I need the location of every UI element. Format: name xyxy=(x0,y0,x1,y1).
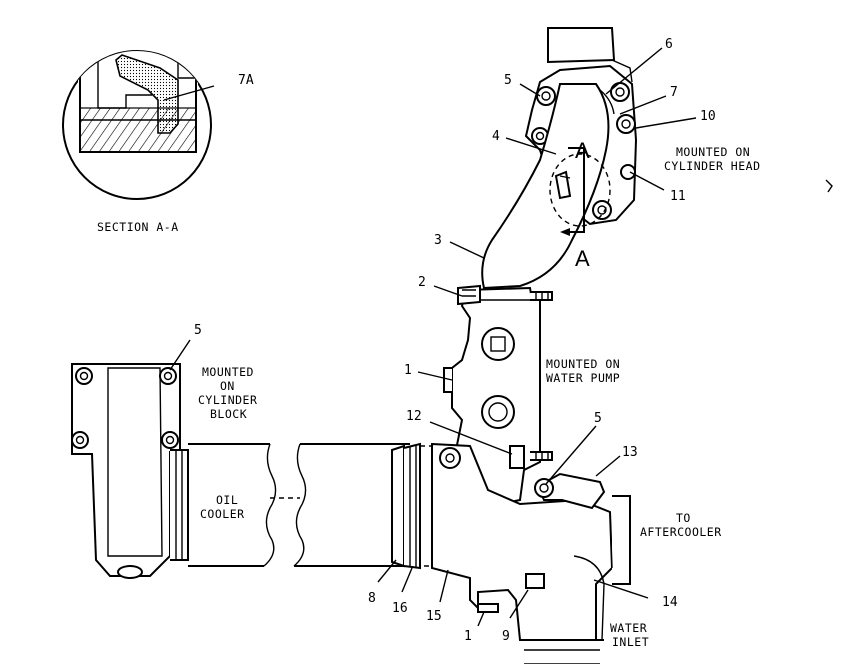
callout-12: 12 xyxy=(406,409,422,424)
callout-13: 13 xyxy=(622,445,638,460)
callout-8: 8 xyxy=(368,591,376,606)
callout-9: 9 xyxy=(502,629,510,644)
callout-5-top: 5 xyxy=(504,73,512,88)
note-water-inlet-2: INLET xyxy=(612,635,649,649)
note-cylinder-block-2: ON xyxy=(220,379,235,393)
callout-14: 14 xyxy=(662,595,678,610)
callout-5-mid: 5 xyxy=(594,411,602,426)
note-cylinder-block-4: BLOCK xyxy=(210,407,247,421)
note-water-pump-2: WATER PUMP xyxy=(546,371,620,385)
note-oil-cooler-1: OIL xyxy=(216,493,238,507)
note-cylinder-block-1: MOUNTED xyxy=(202,365,254,379)
leader-lines xyxy=(169,47,697,627)
cylinder-block-housing xyxy=(71,363,189,579)
note-aftercooler-1: TO xyxy=(676,511,691,525)
callout-7: 7 xyxy=(670,85,678,100)
upper-elbow-assembly: A A xyxy=(481,27,833,290)
note-cylinder-head-1: MOUNTED ON xyxy=(676,145,750,159)
callout-15: 15 xyxy=(426,609,442,624)
lower-tee-assembly xyxy=(431,442,631,664)
leader-7a xyxy=(163,85,215,101)
note-water-inlet-1: WATER xyxy=(610,621,647,635)
callout-11: 11 xyxy=(670,189,686,204)
callout-4: 4 xyxy=(492,129,500,144)
section-caption: SECTION A-A xyxy=(97,220,179,234)
elbow-pipe xyxy=(481,83,610,290)
callout-3: 3 xyxy=(434,233,442,248)
callout-6: 6 xyxy=(665,37,673,52)
section-marker-lower: A xyxy=(575,246,590,271)
note-water-pump-1: MOUNTED ON xyxy=(546,357,620,371)
callout-10: 10 xyxy=(700,109,716,124)
callout-16: 16 xyxy=(392,601,408,616)
note-oil-cooler-2: COOLER xyxy=(200,507,245,521)
callout-5-left: 5 xyxy=(194,323,202,338)
note-cylinder-head-2: CYLINDER HEAD xyxy=(664,159,761,173)
callout-7a: 7A xyxy=(238,73,254,88)
section-marker-upper: A xyxy=(575,138,590,163)
callout-2: 2 xyxy=(418,275,426,290)
notes: MOUNTED ON CYLINDER HEAD MOUNTED ON CYLI… xyxy=(198,145,761,649)
note-cylinder-block-3: CYLINDER xyxy=(198,393,257,407)
callout-1-mid: 1 xyxy=(404,363,412,378)
water-pump-housing xyxy=(443,284,553,506)
callout-1-bottom: 1 xyxy=(464,629,472,644)
block-flange xyxy=(71,363,181,577)
note-aftercooler-2: AFTERCOOLER xyxy=(640,525,722,539)
bolt-boss xyxy=(536,86,556,106)
callouts: 6 5 7 10 4 11 3 2 5 1 12 5 13 8 16 15 1 … xyxy=(194,37,716,644)
section-detail-view: 7A SECTION A-A xyxy=(62,50,254,234)
